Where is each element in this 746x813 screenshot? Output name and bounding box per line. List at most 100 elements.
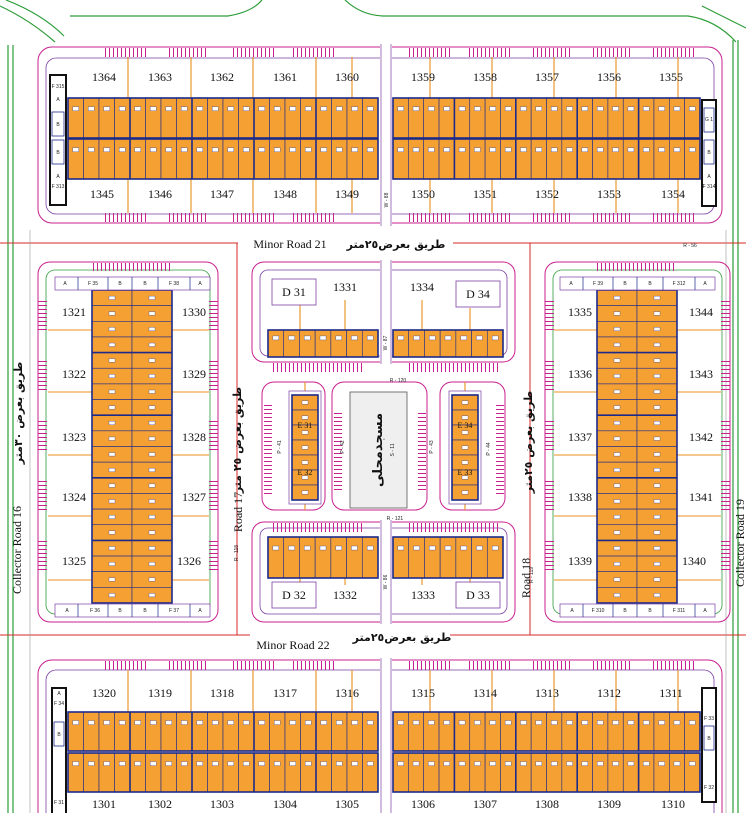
lot-cell-tag xyxy=(366,545,374,551)
lot-cell-tag xyxy=(653,483,661,488)
lot-label: 1363 xyxy=(148,70,172,84)
lot-cell-tag xyxy=(597,147,604,152)
lot-cell xyxy=(592,752,609,793)
collector-road-16-width: طريق بعرض ٣٠متر xyxy=(12,362,25,465)
walkways xyxy=(380,44,392,813)
lot-cell xyxy=(424,329,441,358)
lot-cell-tag xyxy=(673,147,681,152)
lot-label: 1301 xyxy=(92,797,116,811)
lot-cell-tag xyxy=(613,499,621,504)
hatch-strip xyxy=(496,405,504,495)
lot-cell-tag xyxy=(535,147,542,152)
lot-cell-tag xyxy=(643,106,650,111)
end-box-cell xyxy=(703,107,715,133)
strip-label: B xyxy=(648,608,652,614)
lot-cell xyxy=(176,752,193,793)
lot-cell-tag xyxy=(108,295,116,300)
lot-cell-tag xyxy=(319,545,327,551)
lot-cell xyxy=(315,138,332,180)
lot-cell xyxy=(191,138,208,180)
lot-label: 1342 xyxy=(689,430,713,444)
lot-cell-tag xyxy=(461,460,469,465)
hatch-strip xyxy=(104,661,148,670)
lot-cell xyxy=(607,138,624,180)
lot-cell xyxy=(160,711,177,752)
lot-cell xyxy=(267,329,285,358)
lot-cell xyxy=(129,138,146,180)
lot-cell-tag xyxy=(301,400,309,405)
lot-cell-tag xyxy=(520,147,527,152)
lot-cell-tag xyxy=(305,761,312,766)
lot-cell-tag xyxy=(227,147,234,152)
lot-cell xyxy=(315,752,332,793)
lot-cell xyxy=(424,536,441,579)
lot-cell xyxy=(622,711,639,752)
end-box-frame xyxy=(51,687,67,813)
lot-label: 1353 xyxy=(597,187,621,201)
lot-cell xyxy=(469,138,486,180)
lot-cell-tag xyxy=(119,761,126,766)
lot-cell-tag xyxy=(304,545,311,551)
south-west-end-box: A F 34 B F 31 xyxy=(51,687,67,813)
lot-cell xyxy=(607,711,624,752)
lot-cell-tag xyxy=(243,147,250,152)
hatch-strip xyxy=(468,48,510,57)
lot-cell-tag xyxy=(673,761,681,766)
north-boundary-line xyxy=(701,5,746,29)
lot-cell xyxy=(145,97,162,139)
end-label: F 31 xyxy=(54,800,64,806)
lot-cell xyxy=(515,138,532,180)
lot-cell xyxy=(484,752,501,793)
lot-cell-tag xyxy=(597,761,604,766)
hatch-strip xyxy=(334,410,342,490)
lot-cell-tag xyxy=(351,335,358,341)
lot-cell-tag xyxy=(148,577,156,582)
lot-cell xyxy=(546,711,563,752)
lot-cell-tag xyxy=(520,106,527,111)
lot-cell-tag xyxy=(566,106,573,111)
lot-cell xyxy=(253,138,270,180)
strip-label: B xyxy=(118,281,122,287)
lot-cell-tag xyxy=(103,761,110,766)
lot-cell xyxy=(668,138,685,180)
lot-cell-tag xyxy=(336,147,343,152)
lot-cell-tag xyxy=(461,400,469,405)
road-18-name: Road 18 xyxy=(519,558,533,598)
lot-cell-tag xyxy=(476,335,483,341)
lot-cell-tag xyxy=(366,335,374,341)
south-east-end-box: F 33 B F 32 xyxy=(701,687,717,803)
hatch-strip xyxy=(408,48,450,57)
hatch-strip xyxy=(530,661,572,670)
lot-cell xyxy=(300,752,317,793)
lot-cell xyxy=(471,329,488,358)
lot-label: 1341 xyxy=(689,490,713,504)
lot-cell xyxy=(408,536,425,579)
park-label: P - 41 xyxy=(277,440,283,453)
lot-cell-tag xyxy=(320,761,327,766)
lot-label: 1337 xyxy=(568,430,592,444)
lot-cell-tag xyxy=(108,530,116,535)
north-boundary-curve xyxy=(5,0,65,37)
lot-label: 1317 xyxy=(273,686,297,700)
lot-cell xyxy=(423,97,440,139)
lot-cell xyxy=(455,536,472,579)
hatch-strip xyxy=(209,540,218,572)
lot-cell-tag xyxy=(653,452,661,457)
lot-cell xyxy=(454,97,471,139)
lot-cell-tag xyxy=(581,147,589,152)
lot-cell-tag xyxy=(108,562,116,566)
lot-cell xyxy=(238,752,255,793)
lot-cell xyxy=(331,752,348,793)
hatch-strip xyxy=(530,48,572,57)
lot-cell-tag xyxy=(212,147,219,152)
lot-cell-tag xyxy=(134,106,141,111)
lot-cell-tag xyxy=(504,106,512,111)
lot-cell-tag xyxy=(108,593,116,598)
strip-label: A xyxy=(63,281,67,287)
lot-cell xyxy=(530,711,547,752)
lot-cell xyxy=(469,97,486,139)
lot-group-border xyxy=(67,97,379,139)
lot-label: 1340 xyxy=(682,554,706,568)
lot-cell-tag xyxy=(243,720,250,725)
lot-cell-tag xyxy=(653,546,661,551)
